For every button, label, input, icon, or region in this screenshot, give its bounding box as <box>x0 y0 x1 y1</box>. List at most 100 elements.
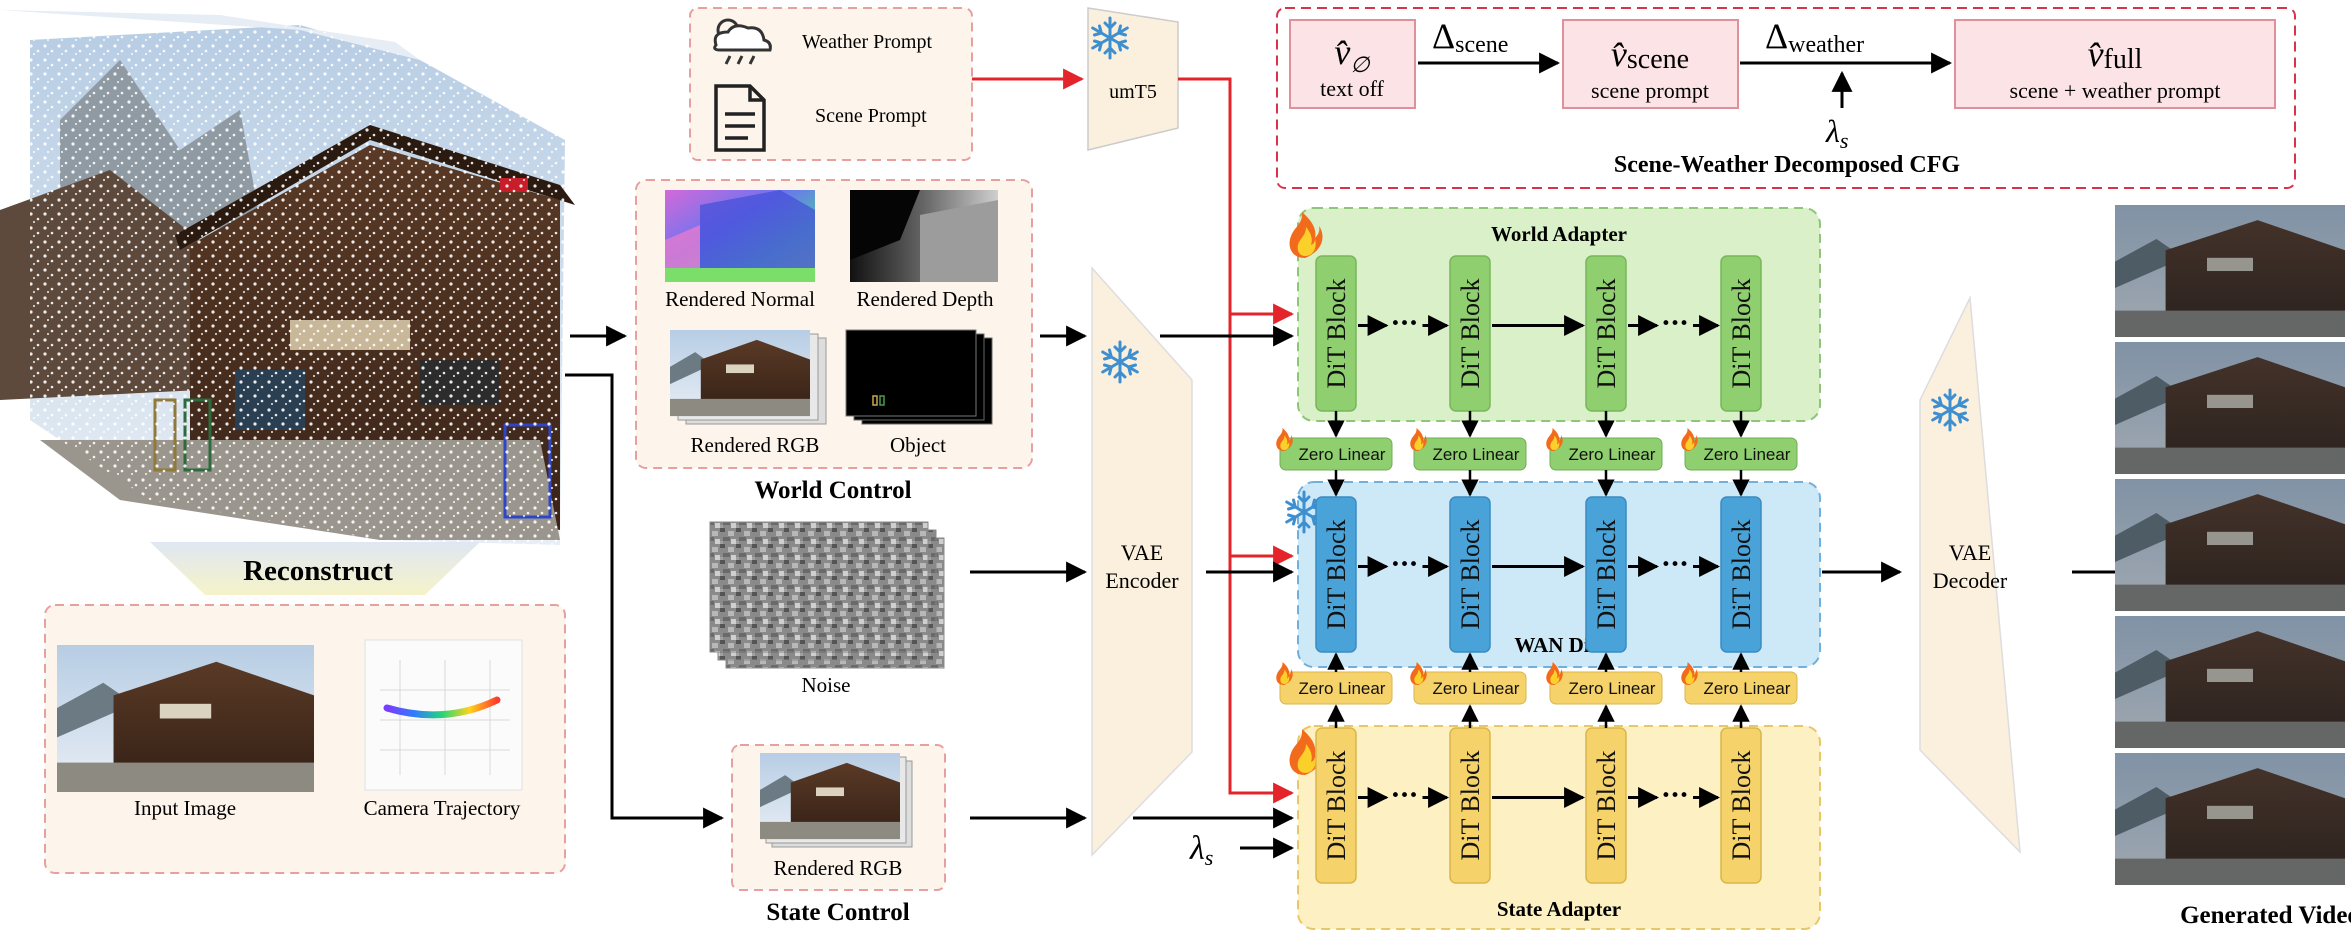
state-adapter-title: State Adapter <box>1497 897 1621 921</box>
cfg-v-full-box: v̂full scene + weather prompt <box>1954 19 2276 109</box>
world-dit-block: DiT Block <box>1720 255 1762 412</box>
zero-linear-box: Zero Linear <box>1546 428 1663 471</box>
world-control-title: World Control <box>754 477 911 504</box>
rendered-depth-label: Rendered Depth <box>856 287 994 311</box>
v-empty-caption: text off <box>1320 76 1384 101</box>
v-scene-subscript: scene <box>1627 44 1689 75</box>
wan-dit-block: DiT Block <box>1585 496 1627 653</box>
zero-linear-label: Zero Linear <box>1433 445 1520 464</box>
arrows <box>565 68 2151 859</box>
v-empty-subscript: ∅ <box>1350 52 1370 77</box>
zero-linear-label: Zero Linear <box>1299 445 1386 464</box>
dit-block-label: DiT Block <box>1322 750 1351 860</box>
zero-linear-label: Zero Linear <box>1569 445 1656 464</box>
svg-text:v̂full: v̂full <box>2088 34 2143 75</box>
delta-scene-label: Δscene <box>1432 16 1508 58</box>
world-adapter-title: World Adapter <box>1491 222 1627 246</box>
dit-block-label: DiT Block <box>1592 519 1621 629</box>
vae-decoder-label-2: Decoder <box>1933 568 2008 593</box>
video-frame <box>2115 479 2345 612</box>
vae-encoder-label-2: Encoder <box>1105 568 1179 593</box>
world-adapter-group <box>1297 207 1821 422</box>
world-dit-block: DiT Block <box>1449 255 1491 412</box>
input-image <box>57 645 314 792</box>
document-icon <box>714 84 766 152</box>
v-empty-symbol: v̂ <box>1334 32 1350 72</box>
dit-block-label: DiT Block <box>1727 750 1756 860</box>
cfg-v-empty-box: v̂∅ text off <box>1289 19 1416 109</box>
zero-linear-label: Zero Linear <box>1569 679 1656 698</box>
zero-linear-label: Zero Linear <box>1433 679 1520 698</box>
object-mask-stack <box>845 329 993 425</box>
dit-block-label: DiT Block <box>1592 750 1621 860</box>
rendered-rgb-label: Rendered RGB <box>691 433 820 457</box>
generated-video-frames <box>2115 205 2345 886</box>
vae-decoder-label-1: VAE <box>1949 540 1991 565</box>
ellipsis-dots: ··· <box>1391 550 1418 580</box>
v-full-caption: scene + weather prompt <box>2010 78 2221 103</box>
ellipsis-dots: ··· <box>1391 309 1418 339</box>
scene-prompt-label: Scene Prompt <box>815 105 927 127</box>
world-dit-block: DiT Block <box>1315 255 1357 412</box>
wan-dit-group <box>1297 481 1821 668</box>
cfg-title: Scene-Weather Decomposed CFG <box>1614 152 1960 178</box>
state-control-title: State Control <box>766 899 909 926</box>
v-scene-caption: scene prompt <box>1591 78 1709 103</box>
video-frame <box>2115 616 2345 749</box>
state-rendered-rgb-label: Rendered RGB <box>774 856 903 880</box>
rendered-rgb-stack <box>670 330 827 425</box>
state-dit-block: DiT Block <box>1449 727 1491 884</box>
wan-dit-block: DiT Block <box>1315 496 1357 653</box>
zero-linear-label: Zero Linear <box>1704 679 1791 698</box>
dit-block-label: DiT Block <box>1727 519 1756 629</box>
object-label: Object <box>890 433 946 457</box>
rendered-normal-image <box>665 190 815 282</box>
weather-prompt-label: Weather Prompt <box>802 31 932 53</box>
zero-linear-box: Zero Linear <box>1681 428 1798 471</box>
reconstruct-glow <box>150 542 480 595</box>
dit-block-label: DiT Block <box>1456 278 1485 388</box>
noise-label: Noise <box>802 673 851 697</box>
point-cloud-reconstruction <box>0 10 575 545</box>
dit-block-label: DiT Block <box>1456 750 1485 860</box>
svg-text:v̂scene: v̂scene <box>1611 34 1689 75</box>
zero-linear-box: Zero Linear <box>1276 428 1393 471</box>
state-dit-block: DiT Block <box>1315 727 1357 884</box>
dit-block-label: DiT Block <box>1592 278 1621 388</box>
dit-block-label: DiT Block <box>1727 278 1756 388</box>
rendered-depth-image <box>850 190 998 282</box>
zero-linear-box: Zero Linear <box>1410 662 1527 705</box>
input-image-label: Input Image <box>134 796 236 820</box>
vae-encoder-label-1: VAE <box>1121 540 1163 565</box>
world-dit-block: DiT Block <box>1585 255 1627 412</box>
cfg-lambda-label: λs <box>1825 113 1848 153</box>
ellipsis-dots: ··· <box>1661 309 1688 339</box>
state-adapter-group <box>1297 725 1821 930</box>
ellipsis-dots: ··· <box>1661 781 1688 811</box>
camera-trajectory-label: Camera Trajectory <box>364 796 521 820</box>
zero-linear-box: Zero Linear <box>1681 662 1798 705</box>
zero-linear-label: Zero Linear <box>1299 679 1386 698</box>
zero-linear-label: Zero Linear <box>1704 445 1791 464</box>
delta-weather-label: Δweather <box>1765 16 1864 58</box>
state-rendered-rgb-stack <box>760 753 913 848</box>
state-dit-block: DiT Block <box>1720 727 1762 884</box>
camera-trajectory-plot <box>364 639 523 791</box>
video-frame <box>2115 342 2345 475</box>
dit-block-label: DiT Block <box>1322 519 1351 629</box>
generated-video-label: Generated Video <box>2180 902 2351 929</box>
wan-dit-block: DiT Block <box>1720 496 1762 653</box>
ellipsis-dots: ··· <box>1391 781 1418 811</box>
wan-dit-block: DiT Block <box>1449 496 1491 653</box>
zero-linear-box: Zero Linear <box>1546 662 1663 705</box>
video-frame <box>2115 205 2345 338</box>
noise-stack <box>709 521 945 669</box>
ellipsis-dots: ··· <box>1661 550 1688 580</box>
weather-icon <box>713 18 772 65</box>
v-scene-symbol: v̂ <box>1611 34 1627 74</box>
dit-block-label: DiT Block <box>1456 519 1485 629</box>
v-full-symbol: v̂ <box>2088 34 2104 74</box>
rendered-normal-label: Rendered Normal <box>665 287 815 311</box>
vae-encoder <box>1091 266 1193 857</box>
